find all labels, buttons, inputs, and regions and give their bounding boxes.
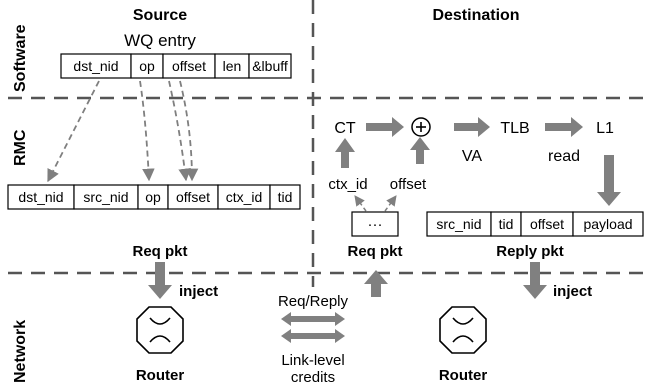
tlb-label: TLB	[500, 120, 529, 137]
arrow-tlb-to-l1	[545, 117, 583, 137]
ctx-id-label: ctx_id	[328, 176, 367, 193]
row-label-software: Software	[12, 24, 29, 92]
req-pkt-fields-box	[351, 211, 399, 237]
router-right-label: Router	[439, 367, 487, 384]
ct-label: CT	[334, 120, 356, 137]
wq-field-op: op	[139, 58, 155, 74]
header-destination: Destination	[432, 7, 519, 24]
arrow-ctxid-to-ct	[335, 138, 355, 168]
reply-field-tid: tid	[499, 216, 514, 232]
l1-label: L1	[596, 120, 614, 137]
row-label-network: Network	[12, 320, 29, 383]
router-right-icon	[439, 306, 487, 354]
dashed-arrow-dst-nid	[47, 80, 100, 183]
va-label: VA	[462, 148, 482, 165]
wq-field-dst-nid: dst_nid	[73, 58, 118, 74]
dashed-arrow-offset-2	[179, 80, 199, 182]
arrow-ct-to-plus	[366, 117, 404, 137]
req-field-offset: offset	[176, 189, 210, 205]
plus-icon	[411, 117, 431, 137]
req-pkt-src-label: Req pkt	[132, 243, 187, 260]
wq-field-len: len	[223, 58, 242, 74]
row-label-rmc: RMC	[12, 129, 29, 166]
inject-left-label: inject	[179, 283, 218, 300]
credits-label: credits	[291, 369, 335, 386]
header-source: Source	[133, 7, 187, 24]
reply-field-payload: payload	[583, 216, 632, 232]
dashed-arrow-op	[139, 80, 155, 182]
link-level-label: Link-level	[281, 352, 344, 369]
offset-label: offset	[390, 176, 427, 193]
credits-arrow	[281, 329, 345, 343]
wq-entry-label: WQ entry	[124, 31, 196, 50]
req-field-src-nid: src_nid	[83, 189, 128, 205]
ellipsis-label: ···	[368, 216, 383, 233]
inject-arrow-right	[523, 262, 547, 299]
reply-packet-box: src_nid tid offset payload	[426, 211, 644, 237]
req-reply-arrow	[281, 312, 345, 326]
req-field-tid: tid	[278, 189, 293, 205]
req-pkt-dst-label: Req pkt	[347, 243, 402, 260]
arrow-offset-to-plus	[410, 137, 430, 164]
req-reply-label: Req/Reply	[278, 293, 349, 310]
req-field-op: op	[145, 189, 161, 205]
router-left-icon	[136, 306, 184, 354]
wq-field-offset: offset	[172, 58, 206, 74]
inject-arrow-left	[148, 262, 172, 299]
read-label: read	[548, 148, 580, 165]
inject-right-label: inject	[553, 283, 592, 300]
arrow-plus-to-tlb	[454, 117, 490, 137]
reply-field-src-nid: src_nid	[436, 216, 481, 232]
req-up-arrow	[364, 270, 388, 297]
wq-entry-box: dst_nid op offset len &lbuff	[60, 53, 292, 79]
router-left-label: Router	[136, 367, 184, 384]
req-field-dst-nid: dst_nid	[18, 189, 63, 205]
arrow-l1-down	[597, 155, 621, 206]
dashed-arrow-offset	[384, 195, 397, 212]
reply-field-offset: offset	[530, 216, 564, 232]
req-packet-box: dst_nid src_nid op offset ctx_id tid	[7, 184, 301, 210]
req-field-ctx-id: ctx_id	[226, 189, 263, 205]
dashed-arrow-ctxid	[354, 195, 367, 212]
reply-pkt-label: Reply pkt	[496, 243, 564, 260]
wq-field-lbuff: &lbuff	[252, 58, 288, 74]
dashed-arrow-offset-1	[168, 80, 191, 182]
